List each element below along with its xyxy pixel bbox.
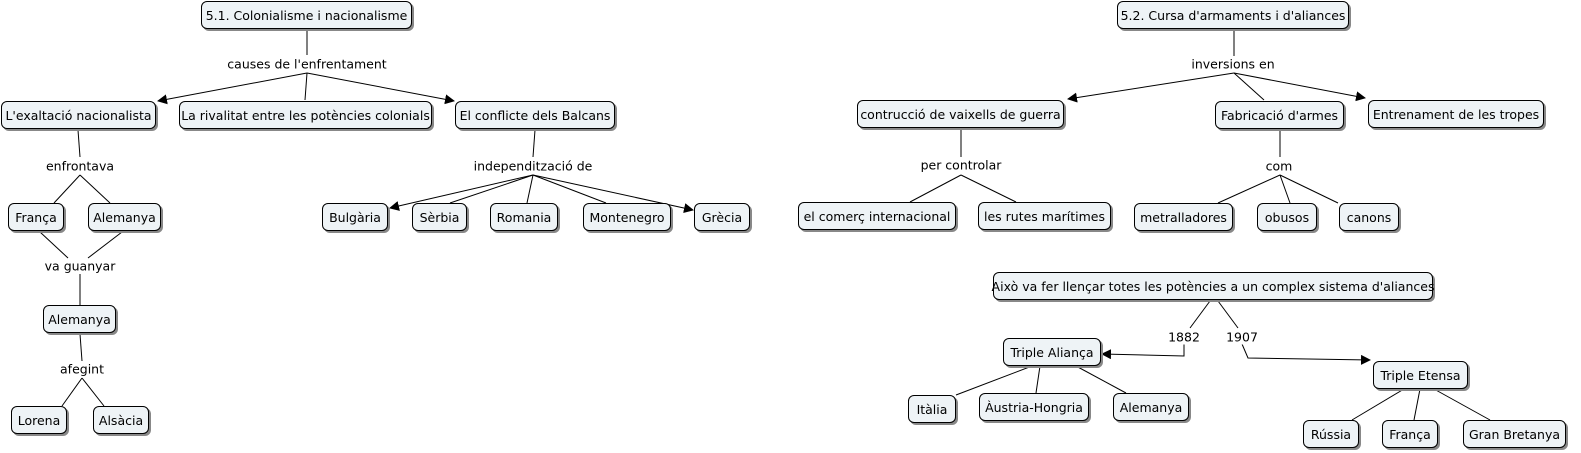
node-comerc-internacional[interactable]: el comerç internacional bbox=[798, 202, 956, 230]
node-alsacia[interactable]: Alsàcia bbox=[93, 406, 149, 434]
node-bulgaria[interactable]: Bulgària bbox=[322, 203, 388, 231]
node-metralladores[interactable]: metralladores bbox=[1134, 203, 1233, 231]
node-italia[interactable]: Itàlia bbox=[908, 395, 956, 423]
node-sistema-aliances[interactable]: Això va fer llençar totes les potències … bbox=[992, 272, 1434, 300]
link-label-inversions: inversions en bbox=[1190, 56, 1276, 72]
link-label-causes: causes de l'enfrentament bbox=[226, 56, 388, 72]
node-cursa-armaments[interactable]: 5.2. Cursa d'armaments i d'aliances bbox=[1117, 1, 1349, 29]
node-obusos[interactable]: obusos bbox=[1257, 203, 1317, 231]
node-gran-bretanya[interactable]: Gran Bretanya bbox=[1463, 420, 1566, 448]
link-label-afegint: afegint bbox=[59, 361, 105, 377]
node-colonialisme-nacionalisme[interactable]: 5.1. Colonialisme i nacionalisme bbox=[201, 1, 412, 29]
node-alemanya-winner[interactable]: Alemanya bbox=[43, 305, 116, 333]
node-serbia[interactable]: Sèrbia bbox=[412, 203, 467, 231]
link-label-1907: 1907 bbox=[1225, 329, 1259, 345]
node-triple-alianca[interactable]: Triple Aliança bbox=[1003, 338, 1101, 366]
link-label-independitzacio: independització de bbox=[472, 158, 594, 174]
node-exaltacio-nacionalista[interactable]: L'exaltació nacionalista bbox=[1, 101, 156, 129]
node-canons[interactable]: canons bbox=[1339, 203, 1399, 231]
node-russia[interactable]: Rússia bbox=[1303, 420, 1359, 448]
node-rutes-maritimes[interactable]: les rutes marítimes bbox=[978, 202, 1111, 230]
node-franca[interactable]: França bbox=[8, 203, 64, 231]
node-lorena[interactable]: Lorena bbox=[11, 406, 67, 434]
link-label-com: com bbox=[1264, 158, 1294, 174]
node-rivalitat-colonial[interactable]: La rivalitat entre les potències colonia… bbox=[179, 101, 432, 129]
link-label-per-controlar: per controlar bbox=[919, 157, 1003, 173]
node-grecia[interactable]: Grècia bbox=[694, 203, 750, 231]
node-alemanya[interactable]: Alemanya bbox=[88, 203, 161, 231]
node-fabricacio-armes[interactable]: Fabricació d'armes bbox=[1215, 101, 1344, 129]
link-label-1882: 1882 bbox=[1167, 329, 1201, 345]
node-montenegro[interactable]: Montenegro bbox=[583, 203, 671, 231]
node-triple-etensa[interactable]: Triple Etensa bbox=[1373, 361, 1468, 389]
node-franca-etensa[interactable]: França bbox=[1382, 420, 1438, 448]
node-romania[interactable]: Romania bbox=[490, 203, 558, 231]
node-entrenament-tropes[interactable]: Entrenament de les tropes bbox=[1368, 100, 1544, 128]
node-austria-hongria[interactable]: Àustria-Hongria bbox=[979, 393, 1089, 421]
node-alemanya-alianca[interactable]: Alemanya bbox=[1113, 393, 1189, 421]
link-label-enfrontava: enfrontava bbox=[44, 158, 116, 174]
link-label-va-guanyar: va guanyar bbox=[43, 258, 117, 274]
node-vaixells-guerra[interactable]: contrucció de vaixells de guerra bbox=[857, 100, 1064, 128]
node-conflicte-balcans[interactable]: El conflicte dels Balcans bbox=[455, 101, 615, 129]
